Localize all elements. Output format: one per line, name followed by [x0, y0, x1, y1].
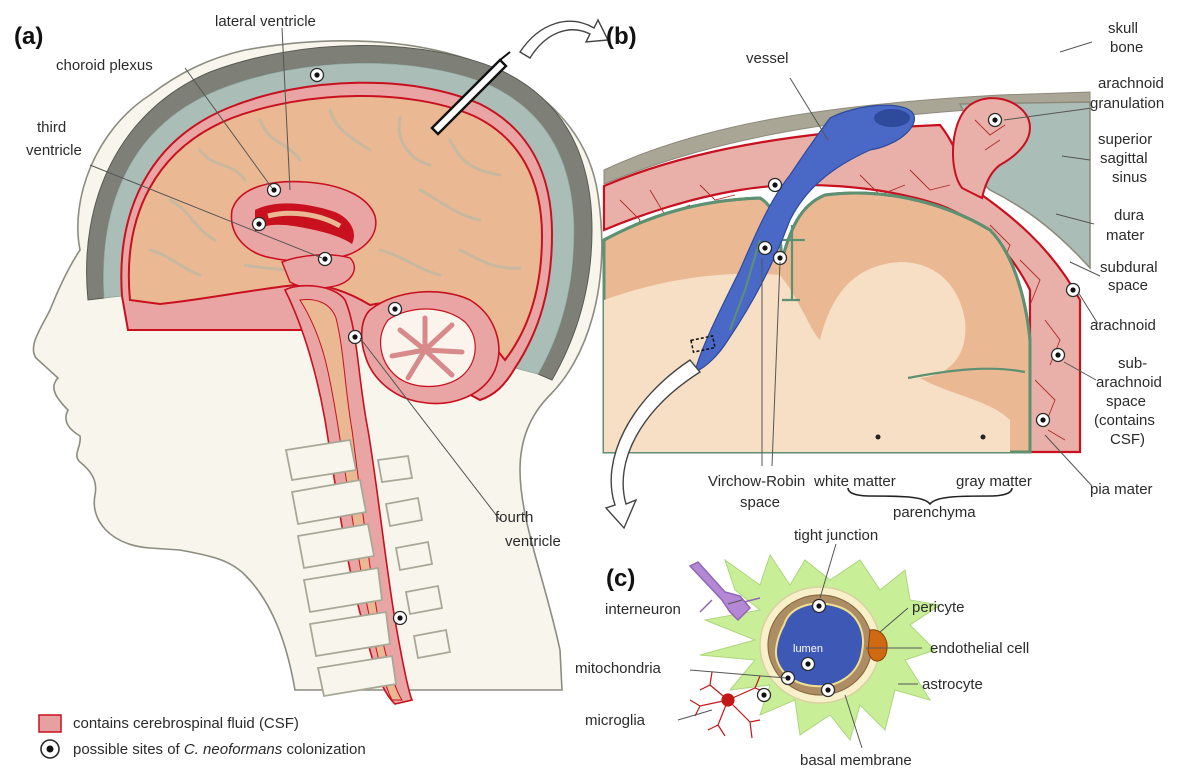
panel-a: (a): [14, 13, 608, 704]
label-gray-matter: gray matter: [956, 473, 1032, 490]
panel-b: (b): [604, 20, 1164, 528]
label-superior-sagittal-sinus-line2: sagittal: [1100, 150, 1148, 167]
legend-sites-prefix: possible sites of: [73, 741, 184, 758]
label-white-matter: white matter: [813, 473, 896, 490]
label-skull-bone-line2: bone: [1110, 39, 1143, 56]
label-fourth-ventricle-line1: fourth: [495, 509, 533, 526]
label-superior-sagittal-sinus-line3: sinus: [1112, 169, 1147, 186]
legend-site-icon: [41, 740, 59, 758]
label-pericyte: pericyte: [912, 599, 965, 616]
colonization-site-icon: [319, 253, 332, 266]
panel-c: (c): [575, 527, 1029, 769]
label-lumen: lumen: [793, 643, 823, 655]
label-vessel: vessel: [746, 50, 789, 67]
legend-csf-swatch: [39, 715, 61, 732]
colonization-site-icon: [268, 184, 281, 197]
label-interneuron: interneuron: [605, 601, 681, 618]
label-astrocyte: astrocyte: [922, 676, 983, 693]
label-pia-mater: pia mater: [1090, 481, 1153, 498]
label-third-ventricle-line1: third: [37, 119, 66, 136]
label-mitochondria: mitochondria: [575, 660, 662, 677]
colonization-site-icon: [253, 218, 266, 231]
legend: contains cerebrospinal fluid (CSF) possi…: [39, 715, 366, 758]
colonization-site-icon: [759, 242, 772, 255]
white-matter-marker-icon: [876, 435, 881, 440]
label-subarachnoid-line2: arachnoid: [1096, 374, 1162, 391]
label-tight-junction: tight junction: [794, 527, 878, 544]
label-lateral-ventricle: lateral ventricle: [215, 13, 316, 30]
label-microglia: microglia: [585, 712, 646, 729]
label-arachnoid: arachnoid: [1090, 317, 1156, 334]
panel-a-label: (a): [14, 23, 43, 50]
label-superior-sagittal-sinus-line1: superior: [1098, 131, 1152, 148]
label-fourth-ventricle-line2: ventricle: [505, 533, 561, 550]
colonization-site-icon: [1052, 349, 1065, 362]
colonization-site-icon: [1037, 414, 1050, 427]
legend-sites-label: possible sites of C. neoformans coloniza…: [73, 741, 366, 758]
label-subarachnoid-line5: CSF): [1110, 431, 1145, 448]
panel-b-label: (b): [606, 23, 637, 50]
label-arachnoid-granulation-line2: granulation: [1090, 95, 1164, 112]
parenchyma-brace: [848, 488, 1012, 504]
colonization-site-icon: [822, 684, 835, 697]
legend-csf-label: contains cerebrospinal fluid (CSF): [73, 715, 299, 732]
label-subdural-space-line2: space: [1108, 277, 1148, 294]
colonization-site-icon: [389, 303, 402, 316]
vessel-lumen-end: [874, 109, 910, 127]
label-parenchyma: parenchyma: [893, 504, 976, 521]
colonization-site-icon: [394, 612, 407, 625]
colonization-site-icon: [989, 114, 1002, 127]
label-subarachnoid-line3: space: [1106, 393, 1146, 410]
label-arachnoid-granulation-line1: arachnoid: [1098, 75, 1164, 92]
colonization-site-icon: [802, 658, 815, 671]
label-skull-bone-line1: skull: [1108, 20, 1138, 37]
label-virchow-robin-line1: Virchow-Robin: [708, 473, 805, 490]
label-subdural-space-line1: subdural: [1100, 259, 1158, 276]
colonization-site-icon: [311, 69, 324, 82]
label-dura-mater-line2: mater: [1106, 227, 1144, 244]
colonization-site-icon: [758, 689, 771, 702]
colonization-site-icon: [349, 331, 362, 344]
legend-sites-species: C. neoformans: [184, 741, 283, 758]
gray-matter-marker-icon: [981, 435, 986, 440]
colonization-site-icon: [813, 600, 826, 613]
colonization-site-icon: [769, 179, 782, 192]
arrow-a-to-b-icon: [520, 20, 608, 58]
panel-c-label: (c): [606, 565, 635, 592]
label-subarachnoid-line4: (contains: [1094, 412, 1155, 429]
legend-sites-suffix: colonization: [282, 741, 365, 758]
colonization-site-icon: [1067, 284, 1080, 297]
label-dura-mater-line1: dura: [1114, 207, 1145, 224]
label-choroid-plexus: choroid plexus: [56, 57, 153, 74]
label-subarachnoid-line1: sub-: [1118, 355, 1147, 372]
label-virchow-robin-line2: space: [740, 494, 780, 511]
label-third-ventricle-line2: ventricle: [26, 142, 82, 159]
label-endothelial-cell: endothelial cell: [930, 640, 1029, 657]
label-basal-membrane: basal membrane: [800, 752, 912, 769]
